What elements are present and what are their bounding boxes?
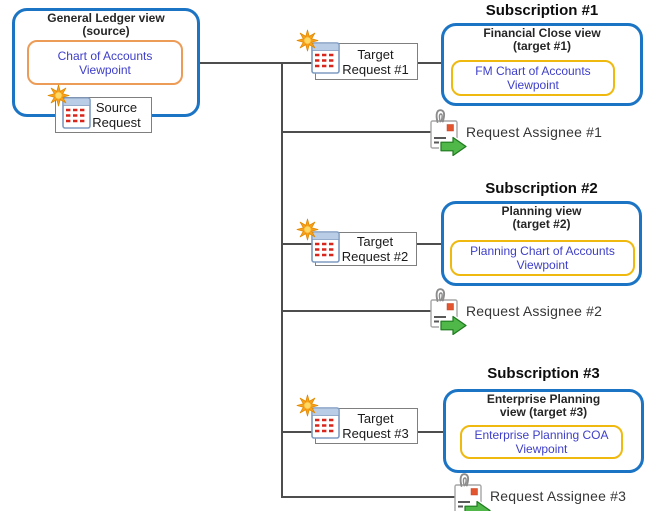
target-request-3-line1: Target	[357, 411, 394, 426]
new-request-icon	[296, 394, 342, 440]
connector-to-request3	[283, 431, 315, 433]
target-view-title-3: Enterprise Planning view (target #3)	[443, 393, 644, 419]
target-viewpoint-box-2: Planning Chart of Accounts Viewpoint	[450, 240, 635, 276]
assignee-icon	[427, 108, 467, 156]
target-viewpoint-label-3: Enterprise Planning COA Viewpoint	[474, 428, 609, 456]
source-request-box: Source Request	[55, 97, 152, 133]
connector-to-assignee2	[283, 310, 433, 312]
connector-request3-to-sub3	[417, 431, 443, 433]
assignee-label-2: Request Assignee #2	[466, 303, 603, 319]
connector-to-assignee3	[283, 496, 457, 498]
target-view-title-2: Planning view (target #2)	[441, 205, 642, 231]
subscription-2-title: Subscription #2	[485, 180, 598, 197]
source-viewpoint-label: Chart of Accounts Viewpoint	[57, 48, 153, 77]
target-view-title-1-line1: Financial Close view	[483, 26, 601, 40]
connector-to-assignee1	[283, 131, 433, 133]
target-view-title-3-line1: Enterprise Planning	[486, 392, 601, 406]
target-request-2-line2: Request #2	[341, 249, 409, 264]
target-viewpoint-box-3: Enterprise Planning COA Viewpoint	[460, 425, 623, 459]
assignee-icon	[451, 472, 491, 511]
source-viewpoint-box: Chart of Accounts Viewpoint	[27, 40, 183, 85]
source-view-title: General Ledger view (source)	[12, 12, 200, 38]
target-view-title-1-line2: (target #1)	[512, 39, 571, 53]
target-request-1-line1: Target	[357, 46, 394, 62]
target-request-3-line2: Request #3	[342, 426, 409, 441]
new-request-icon	[47, 84, 93, 130]
assignee-icon	[427, 287, 467, 335]
connector-request1-to-sub1	[417, 62, 441, 64]
target-request-2-line1: Target	[356, 234, 394, 249]
target-view-title-3-line2: view (target #3)	[499, 405, 588, 419]
target-view-title-2-line2: (target #2)	[512, 217, 571, 231]
source-request-label-line2: Request	[92, 115, 141, 130]
target-viewpoint-box-1: FM Chart of Accounts Viewpoint	[451, 60, 615, 96]
target-request-1-line2: Request #1	[342, 61, 409, 77]
source-view-title-line1: General Ledger view	[47, 11, 165, 25]
new-request-icon	[296, 29, 342, 75]
new-request-icon	[296, 218, 342, 264]
subscription-1-title: Subscription #1	[485, 2, 599, 19]
source-request-label-line1: Source	[95, 100, 138, 115]
assignee-label-1: Request Assignee #1	[466, 124, 603, 140]
connector-request2-to-sub2	[416, 243, 442, 245]
target-viewpoint-label-2: Planning Chart of Accounts Viewpoint	[470, 244, 615, 272]
source-view-title-line2: (source)	[82, 24, 130, 38]
target-viewpoint-label-1: FM Chart of Accounts Viewpoint	[475, 64, 591, 92]
target-view-title-1: Financial Close view (target #1)	[441, 27, 643, 53]
connector-source-to-request1	[200, 62, 313, 64]
connector-to-request2	[283, 243, 315, 245]
connector-trunk	[281, 62, 283, 498]
target-view-title-2-line1: Planning view	[501, 204, 582, 218]
subscription-3-title: Subscription #3	[487, 365, 600, 382]
assignee-label-3: Request Assignee #3	[490, 488, 627, 504]
